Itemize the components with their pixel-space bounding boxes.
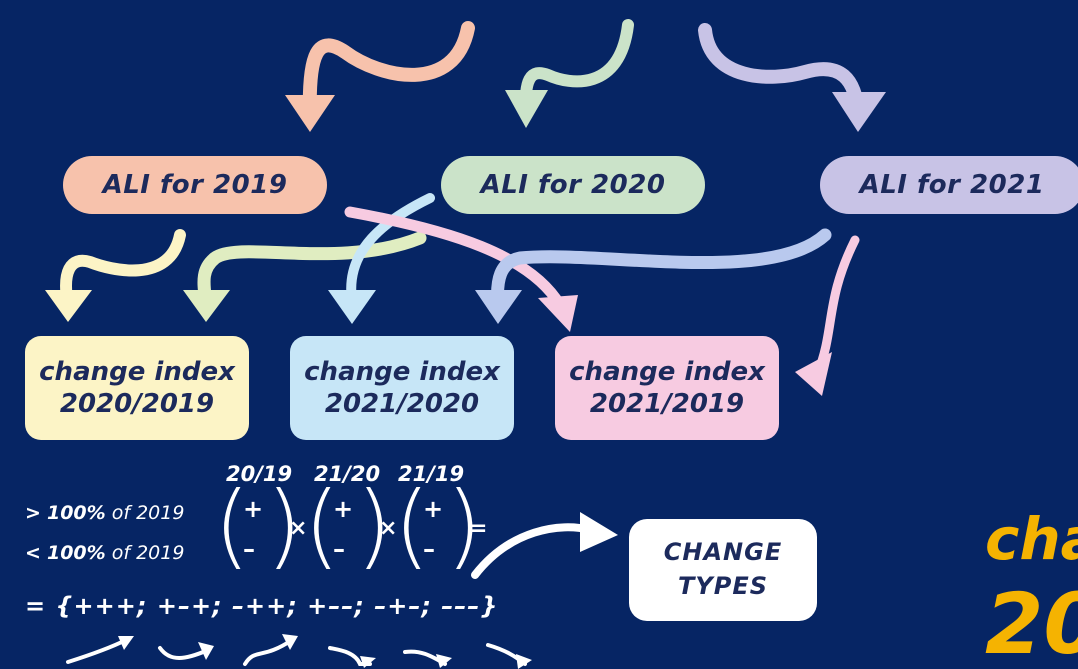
arrow-2021-to-ci2-head <box>475 290 522 324</box>
formula-col-20-19: 20/19 <box>226 462 293 486</box>
arrow-top-2021 <box>698 23 865 122</box>
row-greater-than: > 100% of 2019 <box>25 502 184 524</box>
arrow-top-2020 <box>519 19 634 121</box>
equals-sign: = <box>469 516 488 541</box>
minus-sign-1: – <box>243 535 255 563</box>
paren-close-1: ) <box>266 472 302 579</box>
trend-arrow-3-head <box>282 634 298 650</box>
paren-open-2: ( <box>304 472 340 579</box>
arrow-2019-to-ci3 <box>344 206 566 311</box>
arrow-2021-to-ci3-head <box>795 352 832 396</box>
arrow-2019-to-ci1-head <box>45 290 92 322</box>
ali-2021-node: ALI for 2021 <box>820 156 1078 214</box>
row-lt-symbol: < <box>25 542 41 564</box>
plus-sign-2: + <box>333 495 354 523</box>
times-sign-2: × <box>379 516 398 541</box>
times-sign-1: × <box>289 516 308 541</box>
row-lt-percent: 100% <box>46 542 106 564</box>
row-gt-percent: 100% <box>46 502 106 524</box>
ali-2021-label: ALI for 2021 <box>859 170 1045 200</box>
ali-2020-node: ALI for 2020 <box>441 156 705 214</box>
plus-sign-1: + <box>243 495 264 523</box>
trend-arrow-3 <box>243 638 294 666</box>
change-index-title: change index <box>39 356 235 387</box>
minus-sign-3: – <box>423 535 435 563</box>
ali-2020-label: ALI for 2020 <box>480 170 666 200</box>
formula-col-21-20: 21/20 <box>314 462 381 486</box>
paren-open-1: ( <box>214 472 250 579</box>
plus-sign-3: + <box>423 495 444 523</box>
change-types-line2: TYPES <box>677 572 769 600</box>
change-index-title: change index <box>569 356 765 387</box>
arrow-2020-to-ci2-head <box>328 290 376 324</box>
formula-col-21-19: 21/19 <box>398 462 465 486</box>
trend-arrow-2-head <box>198 642 214 660</box>
row-lt-rest: of 2019 <box>111 542 185 564</box>
trend-arrow-4 <box>328 646 372 666</box>
change-index-2021-2019: change index 2021/2019 <box>555 336 779 440</box>
trend-arrow-6-head <box>516 654 532 669</box>
arrow-2020-to-ci1-head <box>183 290 230 322</box>
change-type-set: = {+++; +–+; –++; +––; –+–; –––} <box>25 592 499 620</box>
change-index-period: 2021/2020 <box>324 389 480 419</box>
arrow-top-2021-head <box>832 92 886 132</box>
corner-title-line2: 20 <box>985 575 1078 669</box>
arrow-2020-to-ci1 <box>197 231 427 312</box>
trend-arrow-1 <box>66 638 128 664</box>
change-index-period: 2021/2019 <box>589 389 745 419</box>
ali-2019-label: ALI for 2019 <box>102 170 288 200</box>
trend-arrow-1-head <box>118 636 134 650</box>
arrow-top-2019 <box>302 21 475 125</box>
row-gt-symbol: > <box>25 502 41 524</box>
corner-title-line1: cha <box>985 505 1078 573</box>
trend-arrow-4-head <box>360 656 376 668</box>
arrow-to-change-types <box>471 523 594 579</box>
trend-arrow-5-head <box>436 654 452 668</box>
paren-close-3: ) <box>446 472 482 579</box>
arrow-2020-to-ci2 <box>346 193 435 305</box>
change-types-line1: CHANGE <box>663 538 783 567</box>
change-index-2021-2020: change index 2021/2020 <box>290 336 514 440</box>
arrow-2021-to-ci2 <box>491 228 832 312</box>
arrow-2019-to-ci1 <box>60 229 186 311</box>
minus-sign-2: – <box>333 535 345 563</box>
row-gt-rest: of 2019 <box>111 502 185 524</box>
change-types-box: CHANGE TYPES <box>629 519 817 621</box>
arrow-top-2019-head <box>285 95 335 132</box>
ali-2019-node: ALI for 2019 <box>63 156 327 214</box>
paren-close-2: ) <box>356 472 392 579</box>
arrow-top-2020-head <box>505 90 548 128</box>
row-less-than: < 100% of 2019 <box>25 542 184 564</box>
trend-arrow-2 <box>158 646 210 660</box>
paren-open-3: ( <box>394 472 430 579</box>
change-index-2020-2019: change index 2020/2019 <box>25 336 249 440</box>
arrow-2021-to-ci3 <box>813 235 860 377</box>
change-index-title: change index <box>304 356 500 387</box>
arrow-to-change-types-head <box>580 512 618 552</box>
arrow-2019-to-ci3-head <box>538 295 578 332</box>
change-index-period: 2020/2019 <box>59 389 215 419</box>
